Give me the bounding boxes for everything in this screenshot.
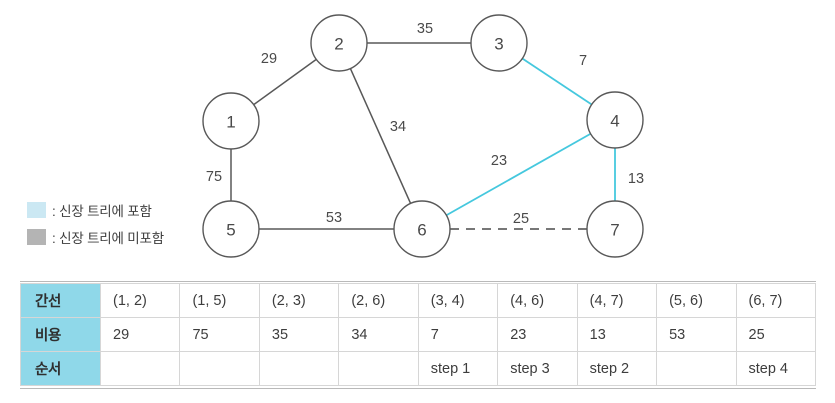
graph-node-5: 5 (202, 200, 260, 258)
cell-cost-8: 53 (656, 317, 737, 352)
cell-edge-9: (6, 7) (735, 283, 816, 318)
legend-item-included: : 신장 트리에 포함 (27, 196, 202, 223)
legend-item-excluded: : 신장 트리에 미포함 (27, 223, 202, 250)
cell-order-1 (99, 351, 181, 386)
graph-edge-4-6 (445, 132, 592, 217)
node-circle-3 (470, 14, 528, 72)
graph-edge-2-6 (349, 68, 412, 204)
table-row-edge: 간선(1, 2)(1, 5)(2, 3)(2, 6)(3, 4)(4, 6)(4… (20, 283, 816, 318)
edge-weight-4-7: 13 (628, 171, 644, 187)
graph-edge-1-2 (253, 58, 317, 106)
node-label-5: 5 (226, 221, 235, 240)
legend-label: : 신장 트리에 포함 (52, 203, 152, 219)
table-top-rule (20, 281, 816, 282)
node-label-1: 1 (226, 113, 235, 132)
cell-cost-2: 75 (179, 317, 260, 352)
edge-weight-2-3: 35 (417, 21, 433, 37)
graph-node-3: 3 (470, 14, 528, 72)
table-bottom-rule (20, 388, 816, 389)
edge-cost-table: 간선(1, 2)(1, 5)(2, 3)(2, 6)(3, 4)(4, 6)(4… (20, 283, 816, 386)
legend-label: : 신장 트리에 미포함 (52, 230, 164, 246)
cell-edge-6: (4, 6) (497, 283, 578, 318)
row-header-order: 순서 (20, 351, 101, 386)
node-circle-2 (310, 14, 368, 72)
edge-weight-4-6: 23 (491, 153, 507, 169)
legend-swatch-icon (27, 228, 46, 245)
edge-weight-2-6: 34 (390, 119, 406, 135)
cell-edge-4: (2, 6) (338, 283, 419, 318)
cell-cost-4: 34 (338, 317, 419, 352)
cell-order-8 (656, 351, 737, 386)
graph-node-7: 7 (586, 200, 644, 258)
edge-weight-3-4: 7 (579, 53, 587, 69)
cell-edge-1: (1, 2) (99, 283, 181, 318)
cell-order-2 (179, 351, 260, 386)
cell-cost-5: 7 (417, 317, 499, 352)
row-header-cost: 비용 (20, 317, 101, 352)
graph-node-1: 1 (202, 92, 260, 150)
graph-node-2: 2 (310, 14, 368, 72)
node-label-2: 2 (334, 35, 343, 54)
cell-edge-5: (3, 4) (417, 283, 499, 318)
edge-weight-6-7: 25 (513, 211, 529, 227)
node-circle-1 (202, 92, 260, 150)
cell-order-9: step 4 (735, 351, 816, 386)
node-label-3: 3 (494, 35, 503, 54)
node-label-6: 6 (417, 221, 426, 240)
cell-order-5: step 1 (417, 351, 499, 386)
node-label-4: 4 (610, 112, 619, 131)
edge-cost-table-wrapper: 간선(1, 2)(1, 5)(2, 3)(2, 6)(3, 4)(4, 6)(4… (20, 283, 816, 386)
graph-node-6: 6 (393, 200, 451, 258)
cell-order-6: step 3 (497, 351, 578, 386)
row-header-edge: 간선 (20, 283, 101, 318)
edges-group (230, 42, 616, 230)
cell-cost-7: 13 (576, 317, 658, 352)
node-circle-6 (393, 200, 451, 258)
cell-cost-6: 23 (497, 317, 578, 352)
node-circle-7 (586, 200, 644, 258)
cell-edge-3: (2, 3) (258, 283, 340, 318)
cell-edge-2: (1, 5) (179, 283, 260, 318)
edge-weight-1-2: 29 (261, 51, 277, 67)
cell-cost-1: 29 (99, 317, 181, 352)
node-circle-4 (586, 91, 644, 149)
node-circle-5 (202, 200, 260, 258)
edge-weight-5-6: 53 (326, 210, 342, 226)
graph-node-4: 4 (586, 91, 644, 149)
cell-order-4 (338, 351, 419, 386)
cell-cost-3: 35 (258, 317, 340, 352)
graph-edge-3-4 (521, 57, 593, 106)
cell-cost-9: 25 (735, 317, 816, 352)
cell-order-3 (258, 351, 340, 386)
edge-weight-1-5: 75 (206, 169, 222, 185)
node-label-7: 7 (610, 221, 619, 240)
cell-order-7: step 2 (576, 351, 658, 386)
cell-edge-7: (4, 7) (576, 283, 658, 318)
cell-edge-8: (5, 6) (656, 283, 737, 318)
legend: : 신장 트리에 포함 : 신장 트리에 미포함 (27, 196, 202, 250)
legend-swatch-icon (27, 201, 46, 218)
